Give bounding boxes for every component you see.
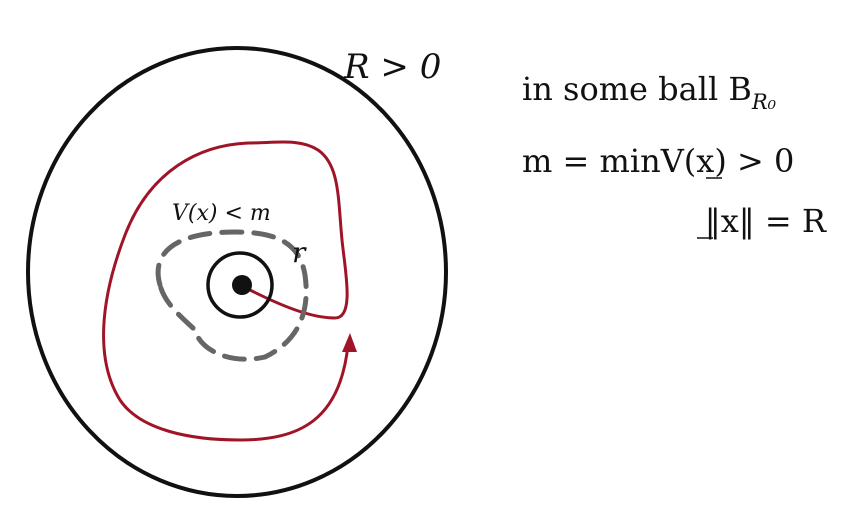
norm-constraint-equation: ‖x‖ = R (705, 202, 827, 240)
level-set-dashed-curve (155, 229, 309, 362)
trajectory-curve (102, 140, 350, 442)
ball-statement: in some ball BR₀ (522, 70, 777, 114)
outer-radius-label: R > 0 (343, 47, 441, 87)
min-definition-equation: m = minV(x) > 0 (522, 142, 794, 180)
ball-statement-text: in some ball B (522, 70, 752, 108)
inner-radius-label: r (292, 236, 307, 269)
equilibrium-point (232, 275, 252, 295)
outer-ball-circle (26, 46, 448, 498)
level-set-label: V(x) < m (172, 201, 271, 226)
inner-ball-circle (206, 251, 274, 319)
ball-subscript: R₀ (751, 90, 777, 114)
trajectory-arrowhead (342, 333, 357, 352)
